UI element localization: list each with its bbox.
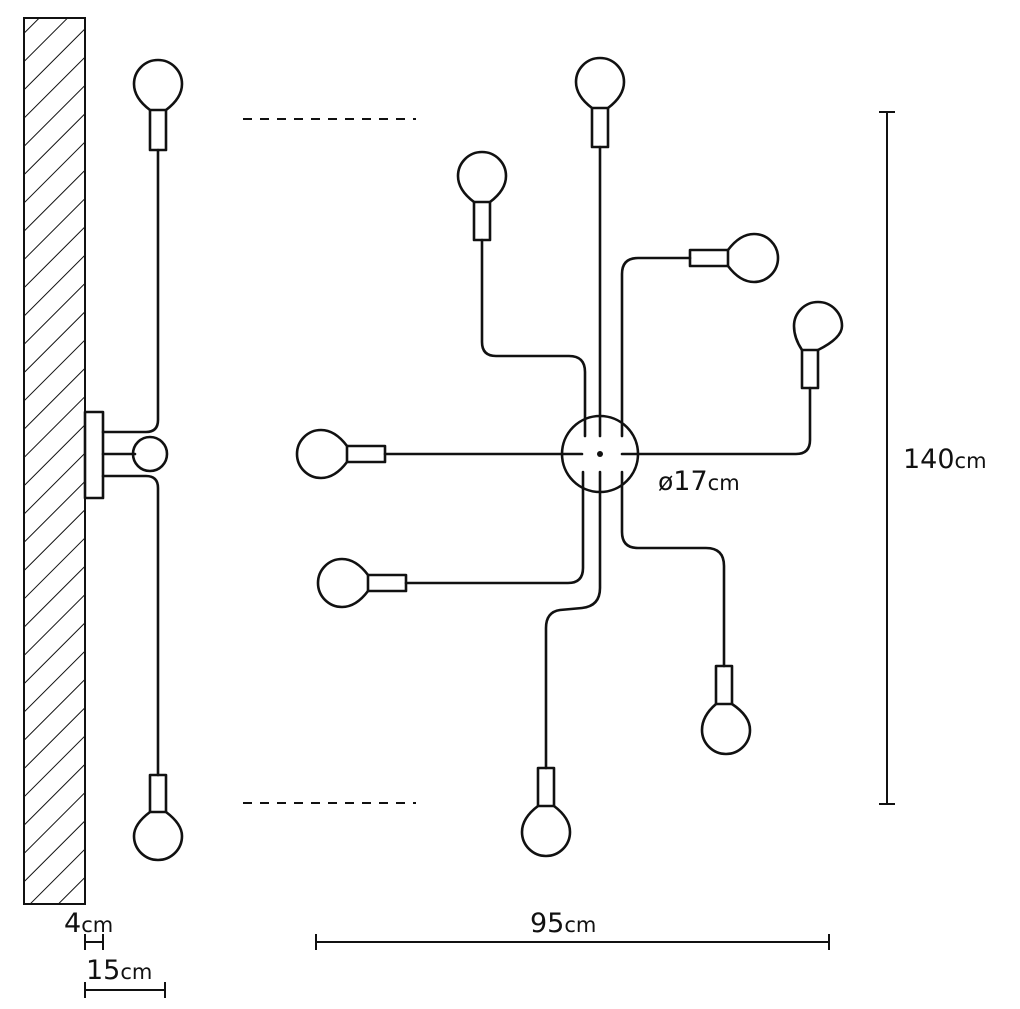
canopy-center-screw — [597, 451, 603, 457]
arm-lower-left — [404, 470, 585, 585]
arm-upper-right — [620, 256, 692, 438]
height-label: 140cm — [903, 446, 987, 473]
side-bottom-bulb-icon — [132, 773, 184, 862]
side-canopy — [83, 410, 105, 500]
width-dimension-line — [315, 934, 830, 950]
height-dimension-line — [879, 111, 895, 805]
width-unit: cm — [564, 913, 597, 937]
bulb-left-icon — [295, 428, 387, 480]
canopy-depth-value: 4 — [64, 908, 82, 939]
arm-lower-right — [620, 470, 726, 668]
canopy-diameter-unit: cm — [707, 471, 740, 495]
total-depth-label: 15cm — [86, 957, 152, 984]
canopy-diameter-value: 17 — [673, 466, 708, 497]
width-value: 95 — [530, 908, 565, 939]
arm-bottom — [544, 470, 602, 770]
side-middle-bulb-icon — [131, 435, 169, 473]
total-depth-dimension-line — [84, 982, 166, 998]
canopy-depth-dimension-line — [84, 934, 104, 950]
side-top-bulb-icon — [132, 58, 184, 152]
arm-upper-left — [480, 238, 587, 438]
bulb-bottom-icon — [520, 766, 572, 858]
canopy-depth-unit: cm — [81, 913, 114, 937]
side-upper-arm — [101, 148, 160, 434]
bulb-upper-right-icon — [688, 232, 780, 284]
height-unit: cm — [954, 449, 987, 473]
width-label: 95cm — [530, 910, 596, 937]
canopy-depth-label: 4cm — [64, 910, 113, 937]
total-depth-unit: cm — [120, 960, 153, 984]
bulb-lower-right-icon — [700, 664, 752, 756]
bulb-top-icon — [574, 56, 626, 149]
bulb-lower-left-icon — [316, 557, 408, 609]
diameter-symbol: ø — [658, 467, 674, 496]
total-depth-value: 15 — [86, 955, 121, 986]
height-value: 140 — [903, 444, 955, 475]
side-view — [23, 17, 184, 998]
wall-hatch — [23, 17, 86, 905]
side-lower-arm — [101, 474, 160, 777]
bulb-upper-left-icon — [456, 150, 508, 242]
arm-right — [620, 386, 812, 456]
bulb-right-icon — [792, 300, 844, 390]
canopy-diameter-label: ø17cm — [658, 468, 740, 495]
front-view — [295, 56, 844, 858]
